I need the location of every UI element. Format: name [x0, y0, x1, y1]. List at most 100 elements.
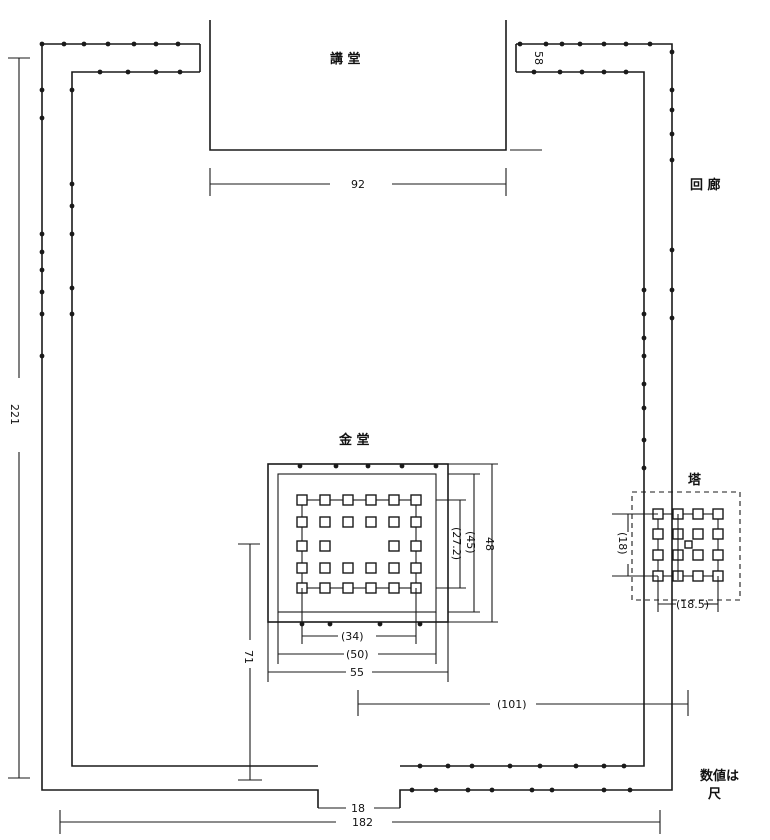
golden-hall-column — [319, 562, 331, 574]
corridor-pillar-dot — [577, 41, 583, 47]
golden-hall-eave-dot — [333, 463, 339, 469]
corridor-pillar-dot — [669, 315, 675, 321]
corridor-pillar-dot — [641, 287, 647, 293]
corridor-pillar-dot — [175, 41, 181, 47]
corridor-pillar-dot — [507, 763, 513, 769]
corridor-pillar-dot — [409, 787, 415, 793]
corridor-pillar-dot — [69, 311, 75, 317]
corridor-pillar-dot — [131, 41, 137, 47]
golden-hall-column — [365, 494, 377, 506]
corridor-pillar-dot — [469, 763, 475, 769]
golden-hall-column — [410, 562, 422, 574]
pagoda-column — [712, 549, 724, 561]
pagoda-column — [692, 508, 704, 520]
dim-total-height: 221 — [8, 404, 21, 425]
corridor-pillar-dot — [531, 69, 537, 75]
corridor-pillar-dot — [69, 181, 75, 187]
golden-hall-column — [388, 562, 400, 574]
dim-golden-hall-mid-depth: (45) — [464, 531, 477, 554]
corridor-pillar-dot — [61, 41, 67, 47]
corridor-pillar-dot — [97, 69, 103, 75]
corridor-pillar-dot — [465, 787, 471, 793]
golden-hall-column — [319, 540, 331, 552]
pagoda-column — [692, 549, 704, 561]
golden-hall-column — [342, 494, 354, 506]
corridor-pillar-dot — [573, 763, 579, 769]
pagoda-column — [692, 528, 704, 540]
corridor-pillar-dot — [153, 41, 159, 47]
golden-hall-column — [342, 562, 354, 574]
golden-hall-eave-dot — [433, 463, 439, 469]
corridor-pillar-dot — [39, 267, 45, 273]
pagoda: 塔 (18) (18.5) — [612, 472, 741, 612]
corridor-pillar-dot — [125, 69, 131, 75]
corridor-pillar-dot — [445, 763, 451, 769]
dim-101: (101) — [357, 690, 689, 716]
corridor-pillar-dot — [517, 41, 523, 47]
golden-hall-eave-dot — [327, 621, 333, 627]
golden-hall-column — [296, 494, 308, 506]
corridor-pillar-dot — [177, 69, 183, 75]
dim-pagoda-depth: (18) — [616, 532, 629, 555]
corridor-pillar-dot — [39, 249, 45, 255]
corridor-pillar-dot — [641, 465, 647, 471]
golden-hall-column — [296, 562, 308, 574]
corridor-pillar-dot — [669, 157, 675, 163]
corridor-pillar-dot — [557, 69, 563, 75]
corridor-pillar-dot — [69, 285, 75, 291]
corridor-pillar-dot — [417, 763, 423, 769]
dim-golden-hall-inner-width: (34) — [341, 630, 364, 643]
corridor-pillar-dot — [641, 381, 647, 387]
golden-hall-eave-dot — [417, 621, 423, 627]
corridor-pillar-dot — [39, 311, 45, 317]
dim-71: 71 — [238, 543, 262, 781]
corridor-pillar-dot — [669, 87, 675, 93]
corridor-pillar-dot — [81, 41, 87, 47]
corridor-pillar-dot — [601, 787, 607, 793]
corridor-pillar-dot — [623, 69, 629, 75]
golden-hall-eave-dot — [377, 621, 383, 627]
lecture-hall-label: 講 堂 — [330, 51, 361, 67]
dim-gate: 18 — [318, 802, 400, 815]
corridor-pillar-dot — [641, 405, 647, 411]
golden-hall-column — [296, 516, 308, 528]
dim-golden-hall-outer-depth: 48 — [483, 537, 496, 551]
pagoda-column — [712, 528, 724, 540]
corridor-pillar-dot — [69, 87, 75, 93]
golden-hall-column — [410, 494, 422, 506]
corridor-label: 回 廊 — [690, 177, 721, 193]
corridor-pillar-dot — [669, 49, 675, 55]
corridor-pillar-dot — [627, 787, 633, 793]
corridor-pillar-dot — [669, 107, 675, 113]
golden-hall-columns — [296, 494, 422, 594]
golden-hall-column — [296, 540, 308, 552]
corridor-pillar-dot — [39, 115, 45, 121]
dim-221: 221 — [8, 57, 30, 779]
golden-hall-eave-dot — [399, 463, 405, 469]
pagoda-column — [712, 508, 724, 520]
dim-pagoda-width: (18.5) — [676, 598, 709, 611]
golden-hall-column — [319, 494, 331, 506]
lecture-hall-outline — [209, 20, 507, 151]
golden-hall-column — [410, 540, 422, 552]
dim-lecture-hall-width: 92 — [351, 178, 365, 191]
corridor-pillar-dot — [39, 353, 45, 359]
unit-note-line2: 尺 — [708, 787, 721, 802]
corridor-pillar-dot — [641, 353, 647, 359]
corridor-pillar-dot — [549, 787, 555, 793]
corridor-pillar-dot — [543, 41, 549, 47]
pagoda-column — [652, 549, 664, 561]
golden-hall-column — [319, 582, 331, 594]
corridor-pillar-dot — [641, 311, 647, 317]
corridor-pillars — [39, 41, 675, 793]
dim-golden-hall-to-south: 71 — [242, 650, 255, 664]
golden-hall-column — [365, 562, 377, 574]
corridor-pillar-dot — [601, 763, 607, 769]
corridor-pillar-dot — [489, 787, 495, 793]
corridor-pillar-dot — [669, 131, 675, 137]
golden-hall-column — [319, 516, 331, 528]
dim-golden-hall-mid-width: (50) — [346, 648, 369, 661]
corridor-right-outer — [399, 43, 673, 808]
